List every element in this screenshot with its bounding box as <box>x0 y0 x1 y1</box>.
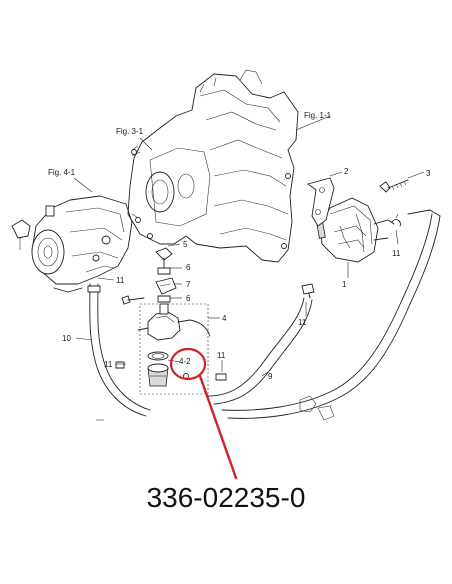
callout-11-carb: 11 <box>116 276 125 285</box>
highlighted-part-number: 336-02235-0 <box>147 482 306 513</box>
fig-1-1-label: Fig. 1-1 <box>304 111 332 120</box>
callout-4-2: 4-2 <box>179 357 191 366</box>
hose-clip-pump <box>391 213 401 227</box>
highlight-marker <box>169 347 238 480</box>
leader-lines <box>73 115 425 377</box>
fig-4-1-label: Fig. 4-1 <box>48 168 76 177</box>
pump-bracket <box>306 177 335 227</box>
screw-3 <box>379 179 409 193</box>
fig-3-1-label: Fig. 3-1 <box>116 127 144 136</box>
fuel-filter-assembly <box>137 303 209 395</box>
callout-10: 10 <box>62 334 71 343</box>
callout-11-left: 11 <box>104 360 113 369</box>
filter-mount-hardware <box>121 247 177 305</box>
powerhead-block <box>127 69 299 263</box>
callout-11-filter: 11 <box>217 351 226 360</box>
carburetor-assembly <box>11 195 133 293</box>
callout-2: 2 <box>344 167 349 176</box>
fuel-hoses <box>89 209 441 419</box>
highlight-pointer-line <box>198 374 238 480</box>
callout-4: 4 <box>222 314 227 323</box>
callout-7: 7 <box>186 280 191 289</box>
fuel-pump <box>316 197 395 263</box>
callout-11-pump: 11 <box>392 249 401 258</box>
callout-11-hose: 11 <box>298 318 307 327</box>
callout-5: 5 <box>183 240 188 249</box>
highlight-circle <box>169 347 207 381</box>
hose-clips <box>87 285 335 421</box>
callout-6-mid: 6 <box>186 294 191 303</box>
callout-6-top: 6 <box>186 263 191 272</box>
callout-9: 9 <box>268 372 273 381</box>
callout-3: 3 <box>426 169 431 178</box>
callout-1: 1 <box>342 280 347 289</box>
